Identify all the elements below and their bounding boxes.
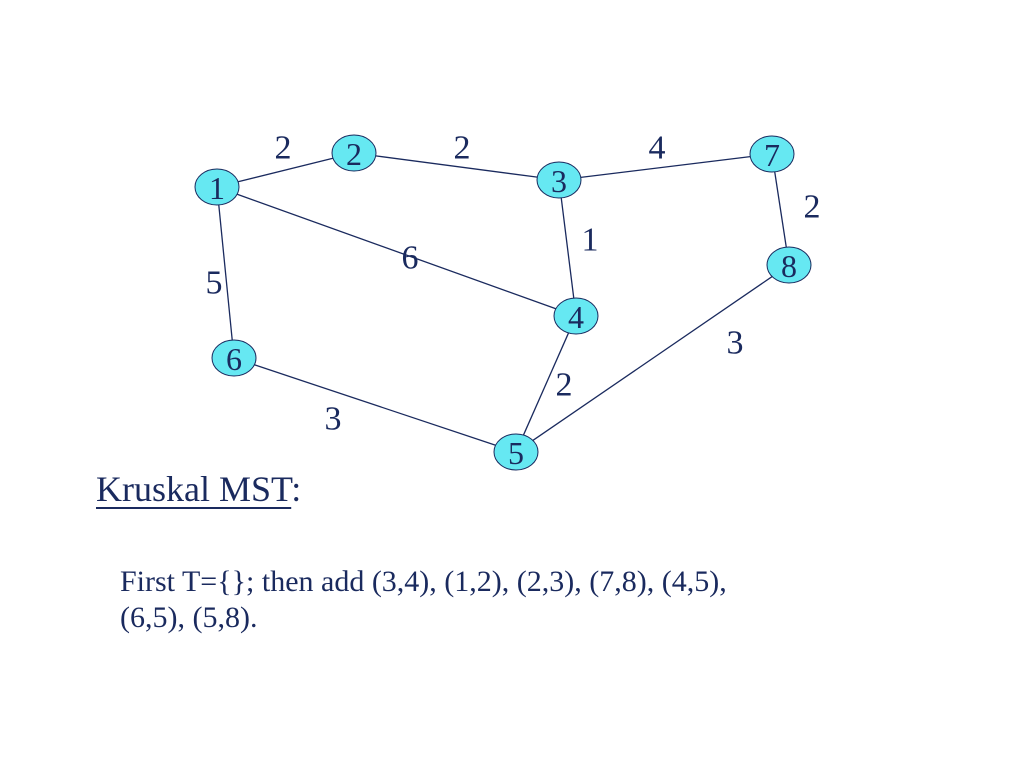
edge-weight-3-4: 1	[582, 222, 599, 259]
node-label: 3	[551, 163, 567, 199]
node-7: 7	[749, 135, 795, 173]
edge-1-4	[236, 193, 557, 310]
node-5: 5	[493, 433, 539, 471]
node-1: 1	[194, 168, 240, 206]
node-circle	[194, 168, 240, 206]
node-circle	[766, 246, 812, 284]
node-label: 6	[226, 341, 242, 377]
edge-8-5	[532, 276, 773, 441]
node-label: 2	[346, 136, 362, 172]
node-label: 1	[209, 170, 225, 206]
node-6: 6	[211, 339, 257, 377]
edge-weight-1-6: 5	[206, 265, 223, 302]
edge-weight-7-8: 2	[804, 189, 821, 226]
edge-weight-1-4: 6	[402, 240, 419, 277]
edge-7-8	[774, 171, 787, 248]
heading-colon: :	[291, 469, 302, 509]
node-4: 4	[553, 297, 599, 335]
edges-layer	[218, 155, 787, 446]
edge-weights-layer: 2 2 4 2 6 1 5 3 2 3	[206, 130, 821, 438]
edge-1-6	[218, 204, 233, 341]
node-2: 2	[331, 134, 377, 172]
node-3: 3	[536, 161, 582, 199]
node-circle	[331, 134, 377, 172]
node-circle	[211, 339, 257, 377]
edge-weight-6-5: 3	[325, 401, 342, 438]
node-label: 4	[568, 299, 584, 335]
node-label: 7	[764, 137, 780, 173]
node-label: 5	[508, 435, 524, 471]
heading: Kruskal MST:	[96, 468, 301, 510]
edge-3-7	[580, 156, 751, 178]
node-circle	[536, 161, 582, 199]
edge-6-5	[254, 364, 496, 446]
edge-weight-3-7: 4	[649, 130, 666, 167]
heading-title: Kruskal MST	[96, 469, 292, 509]
node-8: 8	[766, 246, 812, 284]
node-circle	[749, 135, 795, 173]
algorithm-description: First T={}; then add (3,4), (1,2), (2,3)…	[120, 564, 880, 636]
edge-4-5	[522, 332, 570, 436]
edge-weight-4-5: 2	[556, 367, 573, 404]
nodes-layer: 1 2 3 4 5 6 7 8	[194, 134, 812, 471]
edge-weight-1-2: 2	[275, 130, 292, 167]
edge-1-2	[237, 157, 334, 183]
description-line-2: (6,5), (5,8).	[120, 601, 258, 634]
description-line-1: First T={}; then add (3,4), (1,2), (2,3)…	[120, 565, 727, 598]
edge-3-4	[560, 197, 575, 299]
edge-weight-8-5: 3	[727, 325, 744, 362]
node-circle	[553, 297, 599, 335]
edge-weight-2-3: 2	[454, 130, 471, 167]
node-circle	[493, 433, 539, 471]
edge-2-3	[375, 155, 538, 178]
node-label: 8	[781, 248, 797, 284]
